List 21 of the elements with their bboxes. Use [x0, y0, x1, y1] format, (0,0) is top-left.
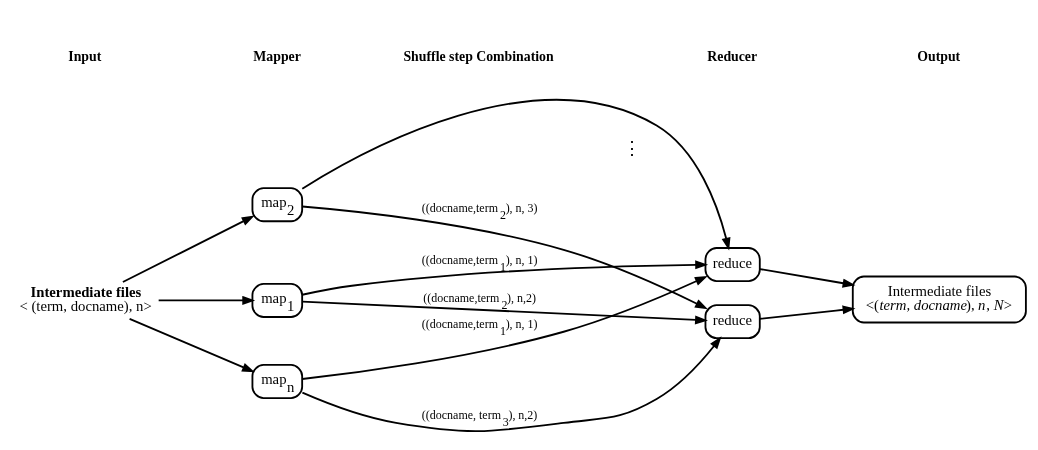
node-text: Intermediate files < (term, docname), n>	[19, 283, 152, 315]
node-box: reduce	[704, 247, 761, 283]
arrow	[301, 205, 708, 310]
arrow	[157, 295, 256, 305]
arrow	[301, 275, 708, 380]
label: ⋮	[623, 138, 642, 159]
arrow	[301, 336, 722, 433]
arrow	[759, 268, 856, 288]
node-box: reduce	[704, 304, 761, 340]
label: Output	[917, 48, 961, 64]
arrow	[128, 318, 255, 373]
label: Reducer	[707, 48, 758, 64]
node-box: Intermediate files <(term, docname), n, N>	[851, 275, 1027, 324]
label: Input	[68, 48, 102, 64]
label: Shuffle step Combination	[403, 48, 554, 64]
arrow	[759, 305, 856, 320]
arrow	[301, 260, 709, 296]
arrow	[301, 99, 731, 251]
label: Mapper	[253, 48, 301, 64]
arrow	[301, 300, 708, 325]
arrow	[121, 215, 255, 283]
